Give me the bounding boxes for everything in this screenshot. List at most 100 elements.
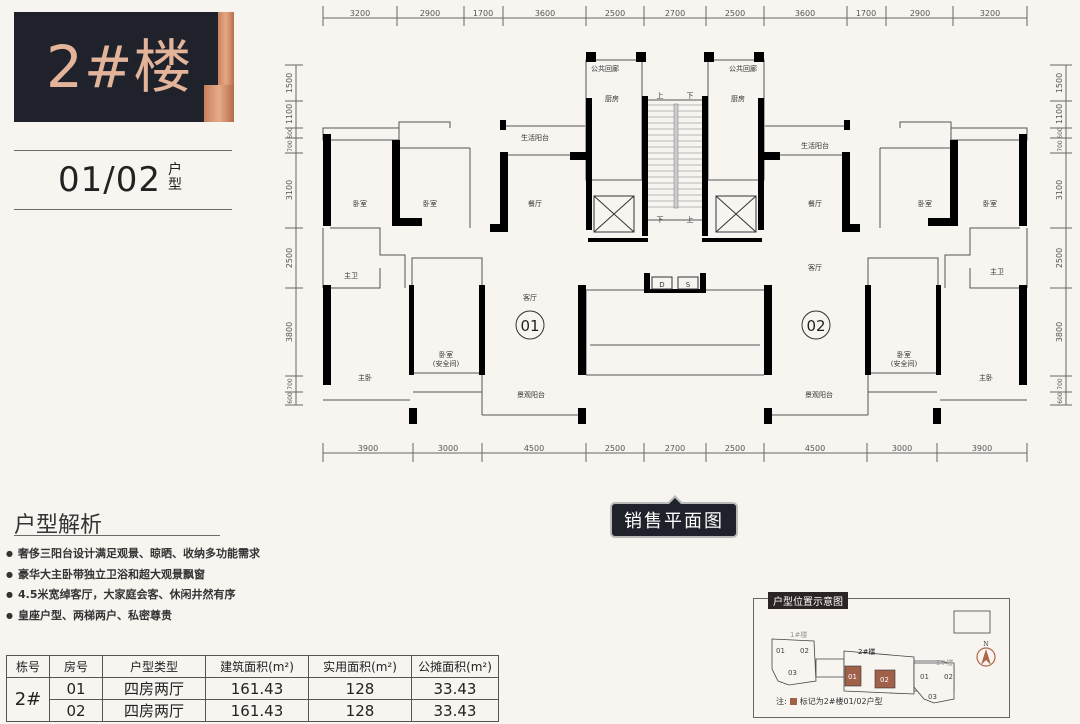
svg-text:卧室: 卧室: [983, 199, 997, 208]
unit-marker-01: 01: [515, 310, 545, 340]
svg-text:(安全间): (安全间): [891, 359, 918, 368]
svg-text:公共回廊: 公共回廊: [729, 64, 757, 73]
svg-text:生活阳台: 生活阳台: [521, 133, 549, 142]
svg-text:600: 600: [1057, 127, 1064, 139]
svg-text:卧室: 卧室: [439, 350, 453, 359]
svg-text:2500: 2500: [605, 444, 625, 453]
cell-usable-area: 128: [308, 677, 412, 700]
col-building: 栋号: [6, 655, 50, 678]
svg-text:主卫: 主卫: [990, 267, 1004, 276]
svg-text:厨房: 厨房: [731, 94, 745, 103]
bullet-item: 奢侈三阳台设计满足观景、晾晒、收纳多功能需求: [6, 544, 260, 565]
svg-text:下: 下: [657, 216, 664, 224]
svg-text:N: N: [983, 641, 988, 648]
svg-text:01: 01: [920, 673, 929, 681]
table-header-row: 栋号 房号 户型类型 建筑面积(m²) 实用面积(m²) 公摊面积(m²): [6, 655, 499, 678]
shaft-s-label: S: [686, 281, 691, 289]
svg-text:700: 700: [287, 378, 294, 390]
svg-text:(安全间): (安全间): [433, 359, 460, 368]
elevator-right: [715, 195, 757, 233]
right-dimension-line: [1050, 64, 1072, 406]
note-text: 标记为2#楼01/02户型: [799, 697, 883, 706]
svg-text:2500: 2500: [725, 444, 745, 453]
svg-text:餐厅: 餐厅: [528, 199, 542, 208]
locator-note: 注: 标记为2#楼01/02户型: [776, 696, 883, 707]
floor-plan: 3200 2900 1700 3600 2500 2700 2500 3600 …: [285, 6, 1072, 462]
svg-text:600: 600: [287, 392, 294, 404]
locator-title: 户型位置示意图: [768, 592, 848, 609]
col-shared-area: 公摊面积(m²): [411, 655, 499, 678]
left-dimension-line: [285, 64, 303, 406]
svg-text:2500: 2500: [1055, 248, 1064, 268]
svg-text:3600: 3600: [535, 9, 555, 18]
svg-text:3#楼: 3#楼: [936, 658, 953, 667]
svg-text:客厅: 客厅: [808, 263, 822, 272]
svg-text:2700: 2700: [665, 444, 685, 453]
analysis-bullets: 奢侈三阳台设计满足观景、晾晒、收纳多功能需求 豪华大主卧带独立卫浴和超大观景飘窗…: [6, 544, 260, 626]
svg-text:2700: 2700: [665, 9, 685, 18]
svg-text:3200: 3200: [980, 9, 1000, 18]
svg-text:3100: 3100: [1055, 180, 1064, 200]
cell-unit: 02: [49, 699, 103, 722]
svg-text:1700: 1700: [856, 9, 876, 18]
divider-bottom: [14, 209, 232, 210]
building-3-outline: [913, 662, 955, 704]
unit-code: 01/02: [58, 160, 161, 200]
cell-shared-area: 33.43: [411, 677, 499, 700]
svg-text:03: 03: [788, 669, 797, 677]
shaft-d-label: D: [659, 281, 664, 289]
compass-icon: N: [976, 641, 996, 667]
cell-shared-area: 33.43: [411, 699, 499, 722]
bullet-item: 豪华大主卧带独立卫浴和超大观景飘窗: [6, 565, 260, 586]
locator-map: 1#楼 2#楼 3#楼 01 02 03 01 02 01 02 03 N: [753, 598, 1010, 718]
cell-usable-area: 128: [308, 699, 412, 722]
svg-text:主卧: 主卧: [358, 373, 372, 382]
svg-text:01: 01: [520, 317, 539, 335]
col-type: 户型类型: [102, 655, 206, 678]
building-title-panel: 2#楼: [14, 12, 234, 122]
svg-text:3800: 3800: [1055, 322, 1064, 342]
svg-text:卧室: 卧室: [423, 199, 437, 208]
svg-text:2#楼: 2#楼: [858, 647, 875, 656]
bullet-item: 4.5米宽绰客厅，大家庭会客、休闲井然有序: [6, 585, 260, 606]
svg-text:3000: 3000: [892, 444, 912, 453]
svg-text:3600: 3600: [795, 9, 815, 18]
spec-table: 栋号 房号 户型类型 建筑面积(m²) 实用面积(m²) 公摊面积(m²) 2#…: [6, 655, 499, 722]
svg-text:客厅: 客厅: [523, 293, 537, 302]
svg-text:2500: 2500: [285, 248, 294, 268]
elevator-left: [593, 195, 635, 233]
structural-walls: [323, 52, 1027, 424]
copper-accent-block: [204, 85, 234, 122]
col-gross-area: 建筑面积(m²): [205, 655, 309, 678]
svg-text:4500: 4500: [524, 444, 544, 453]
col-usable-area: 实用面积(m²): [308, 655, 412, 678]
svg-text:01: 01: [776, 647, 785, 655]
top-dimension-line: [322, 6, 1028, 26]
svg-text:3900: 3900: [972, 444, 992, 453]
building-title: 2#楼: [46, 33, 193, 101]
analysis-title: 户型解析: [14, 513, 103, 538]
building-1-outline: [771, 638, 817, 686]
svg-text:上: 上: [687, 215, 694, 224]
svg-text:600: 600: [1057, 392, 1064, 404]
site-labels: 1#楼 2#楼 3#楼 01 02 03 01 02 01 02 03: [776, 630, 953, 701]
svg-text:上: 上: [657, 91, 664, 100]
svg-text:餐厅: 餐厅: [808, 199, 822, 208]
note-prefix: 注:: [776, 697, 787, 706]
cell-building: 2#: [6, 677, 50, 722]
svg-text:1#楼: 1#楼: [790, 630, 807, 639]
cell-gross-area: 161.43: [205, 677, 309, 700]
sales-plan-tag: 销售平面图: [610, 495, 738, 538]
cell-type: 四房两厅: [102, 699, 206, 722]
svg-text:2900: 2900: [910, 9, 930, 18]
bottom-dimension-line: [322, 443, 1028, 462]
svg-text:03: 03: [928, 693, 937, 701]
svg-text:公共回廊: 公共回廊: [591, 64, 619, 73]
svg-text:3100: 3100: [285, 180, 294, 200]
svg-text:下: 下: [687, 92, 694, 100]
analysis-divider: [14, 535, 220, 536]
table-row: 2# 01 四房两厅 161.43 128 33.43: [6, 677, 499, 722]
svg-text:景观阳台: 景观阳台: [805, 390, 833, 399]
svg-text:600: 600: [287, 127, 294, 139]
svg-text:生活阳台: 生活阳台: [801, 141, 829, 150]
